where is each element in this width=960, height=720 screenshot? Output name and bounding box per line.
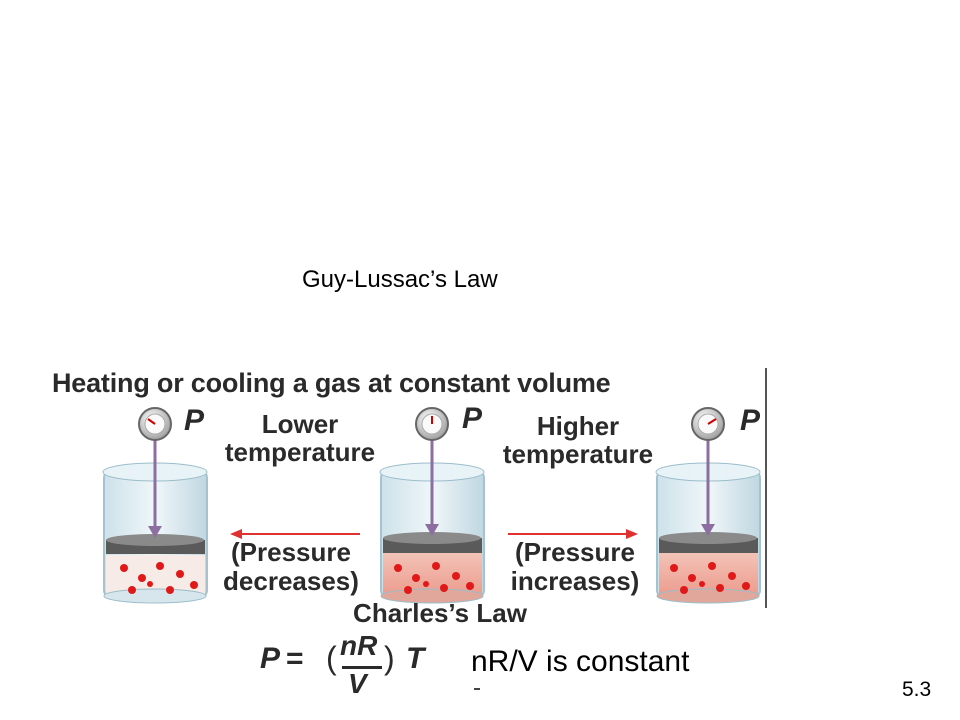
equation-open-paren: ( (326, 640, 337, 676)
constant-note: nR/V is constant (471, 645, 690, 678)
diagram-heading: Heating or cooling a gas at constant vol… (52, 368, 611, 398)
equation-numerator: nR (340, 630, 378, 661)
piston-rods (148, 436, 715, 538)
molecules (120, 562, 750, 594)
slide-title: Guy-Lussac’s Law (302, 266, 498, 293)
equation-t: T (406, 642, 425, 675)
beaker-cold (102, 462, 208, 604)
arrow-left-icon (230, 529, 360, 539)
pressure-label: P (184, 404, 205, 437)
arrow-right-icon (508, 529, 638, 539)
equation-denominator: V (348, 668, 367, 699)
slide-number: 5.3 (902, 678, 932, 701)
fraction-bar (342, 666, 382, 669)
beaker-diagram (102, 407, 761, 604)
equation: P = ( nR V ) T (256, 630, 436, 706)
pressure-gauge-icon (691, 407, 725, 441)
panel-divider (765, 368, 767, 608)
equation-close-paren: ) (384, 640, 395, 676)
equation-p: P (260, 642, 281, 675)
pressure-label: P (462, 402, 483, 435)
pressure-label: P (740, 404, 761, 437)
tick-mark (474, 688, 480, 690)
equation-equals: = (286, 642, 304, 675)
pressure-gauge-icon (415, 407, 449, 441)
charles-law-caption: Charles’s Law (353, 598, 527, 628)
pressure-gauge-icon (138, 407, 172, 441)
